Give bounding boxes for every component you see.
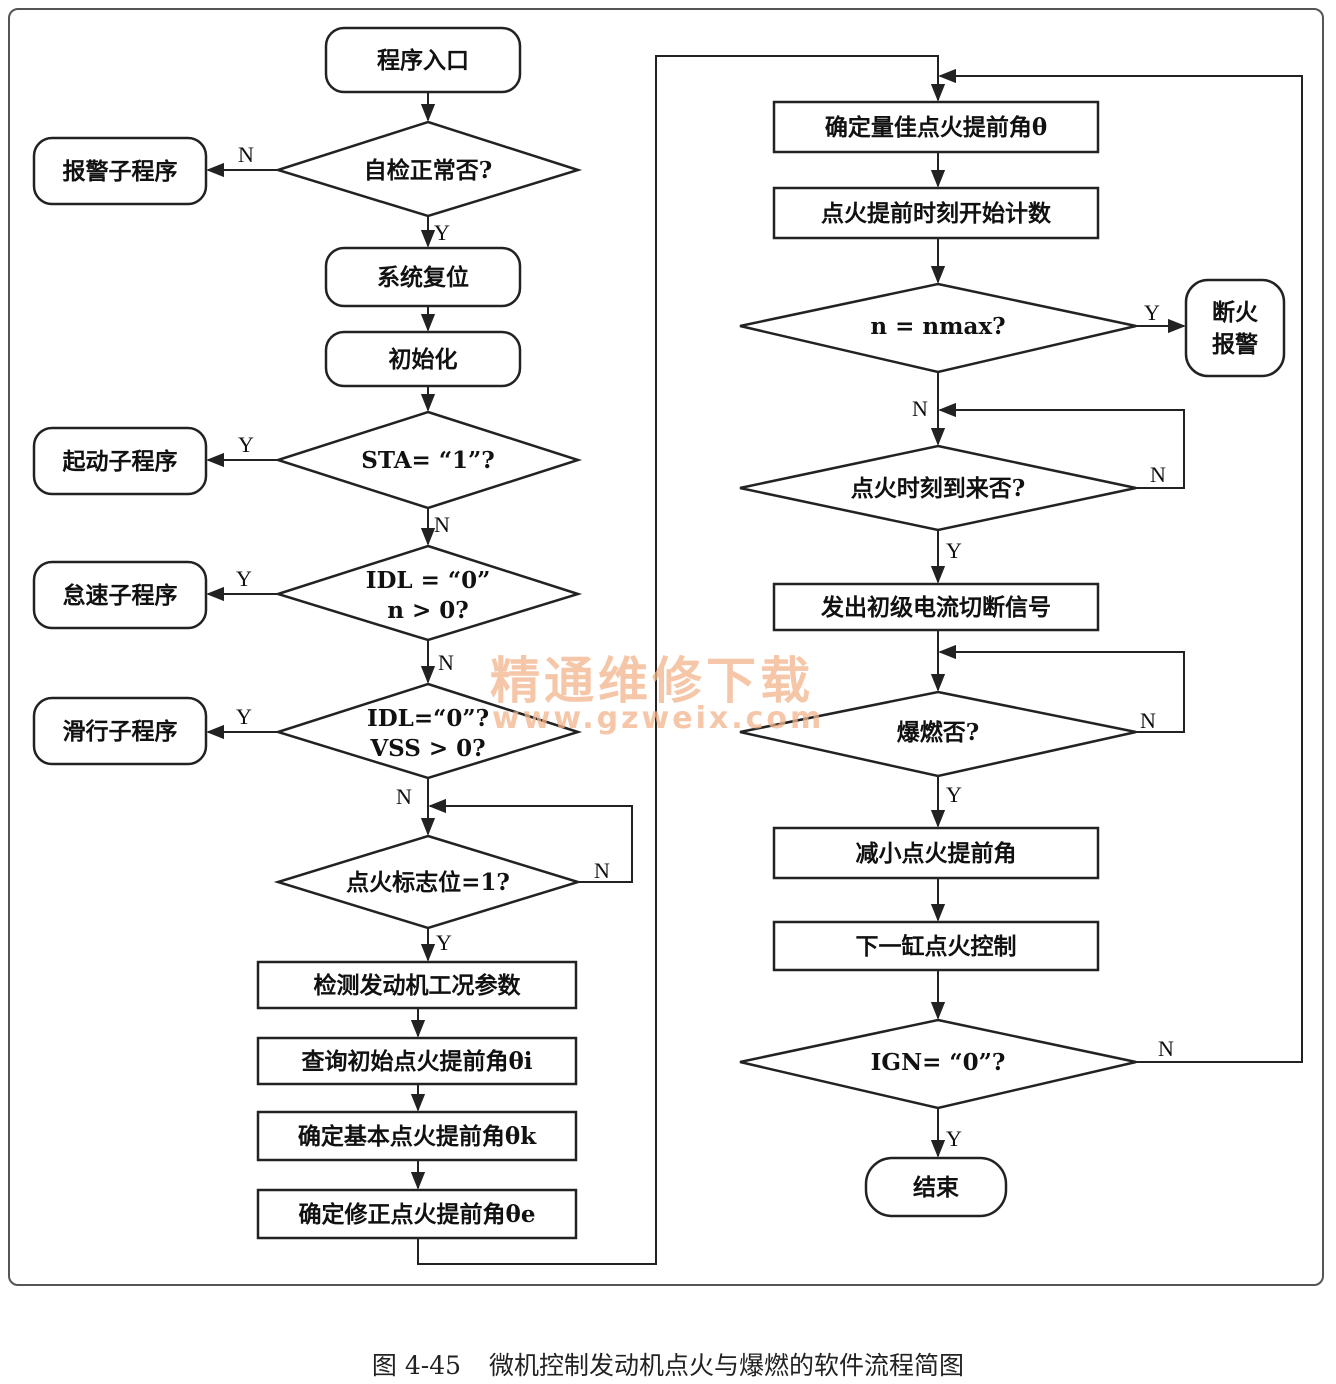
idle-sub-label: 怠速子程序 [63, 582, 178, 609]
self-check-label: 自检正常否? [364, 157, 492, 184]
coast-yes-label: Y [236, 704, 252, 729]
sta-yes-label: Y [238, 432, 254, 457]
entry-node [324, 26, 522, 94]
send-cut-label: 发出初级电流切断信号 [820, 594, 1051, 621]
cut-fire-node [1184, 278, 1286, 378]
reset-node [324, 246, 522, 308]
detect-node [256, 960, 578, 1010]
watermark-url: www.gzweix.com [492, 701, 824, 736]
reduce-node [772, 826, 1100, 880]
right-connectors [930, 68, 1303, 1158]
query-initial-label: 查询初始点火提前角θi [301, 1048, 532, 1075]
ign-flag-yes-label: Y [436, 930, 452, 955]
n-max-decision [739, 282, 1137, 374]
ign-off-label: IGN= “0”? [871, 1049, 1006, 1076]
next-cyl-node [772, 920, 1100, 972]
sta-decision [273, 410, 583, 510]
corr-angle-node [256, 1188, 578, 1240]
send-cut-node [772, 582, 1100, 632]
ign-time-decision [739, 444, 1137, 532]
figure-caption: 图 4-45 微机控制发动机点火与爆燃的软件流程简图 [0, 1346, 1336, 1382]
knock-no-label: N [1140, 708, 1156, 733]
n-max-yes-label: Y [1144, 300, 1160, 325]
knock-decision [739, 690, 1137, 778]
end-node [864, 1156, 1008, 1218]
next-cyl-label: 下一缸点火控制 [856, 933, 1017, 960]
reset-label: 系统复位 [377, 264, 469, 291]
start-sub-node [32, 426, 208, 496]
idl-no-label: N [438, 650, 454, 675]
knock-yes-label: Y [946, 782, 962, 807]
knock-label: 爆燃否? [897, 719, 979, 746]
ign-off-yes-label: Y [946, 1126, 962, 1151]
flowchart: 程序入口 自检正常否? 报警子程序 系统复位 初始化 STA= “1”? 起动子… [32, 26, 1303, 1265]
left-connectors [206, 55, 946, 1265]
cut-fire-label-2: 报警 [1212, 331, 1258, 358]
ign-off-no-label: N [1158, 1036, 1174, 1061]
corr-angle-label: 确定修正点火提前角θe [299, 1201, 536, 1228]
sta-label: STA= “1”? [361, 447, 495, 474]
start-sub-label: 起动子程序 [63, 448, 178, 475]
detect-label: 检测发动机工况参数 [314, 972, 522, 999]
idl-yes-label: Y [236, 566, 252, 591]
query-initial-node [256, 1036, 578, 1086]
idl-decision [273, 544, 583, 642]
reduce-label: 减小点火提前角 [856, 840, 1017, 867]
self-check-no-label: N [238, 142, 254, 167]
cut-fire-label-1: 断火 [1212, 299, 1258, 326]
sta-no-label: N [434, 512, 450, 537]
figure-title: 微机控制发动机点火与爆燃的软件流程简图 [489, 1351, 965, 1380]
alarm-sub-label: 报警子程序 [63, 158, 178, 185]
watermark-title: 精通维修下载 [490, 652, 814, 710]
ign-flag-label: 点火标志位=1? [346, 869, 510, 896]
init-label: 初始化 [389, 346, 458, 373]
entry-label: 程序入口 [377, 47, 469, 74]
basic-angle-label: 确定基本点火提前角θk [298, 1123, 537, 1150]
alarm-sub-node [32, 136, 208, 206]
self-check-decision [273, 120, 583, 218]
idle-sub-node [32, 560, 208, 630]
ign-time-no-label: N [1150, 462, 1166, 487]
start-count-label: 点火提前时刻开始计数 [821, 200, 1052, 227]
ign-time-label: 点火时刻到来否? [851, 475, 1025, 502]
init-node [324, 330, 522, 388]
ign-flag-decision [273, 834, 583, 930]
coast-label-1: IDL=“0”? [367, 705, 489, 732]
ign-flag-no-label: N [594, 858, 610, 883]
coast-no-label: N [396, 784, 412, 809]
n-max-label: n = nmax? [870, 313, 1005, 340]
branch-labels: N Y Y N Y N Y N N Y Y N N Y N Y N Y [236, 142, 1174, 1151]
self-check-yes-label: Y [434, 220, 450, 245]
ign-off-decision [739, 1018, 1137, 1110]
idl-label-1: IDL = “0” [366, 567, 491, 594]
best-angle-label: 确定量佳点火提前角θ [825, 114, 1047, 141]
end-label: 结束 [913, 1174, 960, 1201]
ign-time-yes-label: Y [946, 538, 962, 563]
best-angle-node [772, 100, 1100, 154]
n-max-no-label: N [912, 396, 928, 421]
coast-sub-node [32, 696, 208, 766]
coast-sub-label: 滑行子程序 [63, 718, 178, 745]
idl-label-2: n > 0? [387, 597, 469, 624]
figure-number: 图 4-45 [371, 1351, 462, 1380]
diagram-frame [8, 8, 1324, 1286]
coast-decision [273, 682, 583, 780]
start-count-node [772, 186, 1100, 240]
basic-angle-node [256, 1110, 578, 1162]
coast-label-2: VSS > 0? [369, 735, 485, 762]
